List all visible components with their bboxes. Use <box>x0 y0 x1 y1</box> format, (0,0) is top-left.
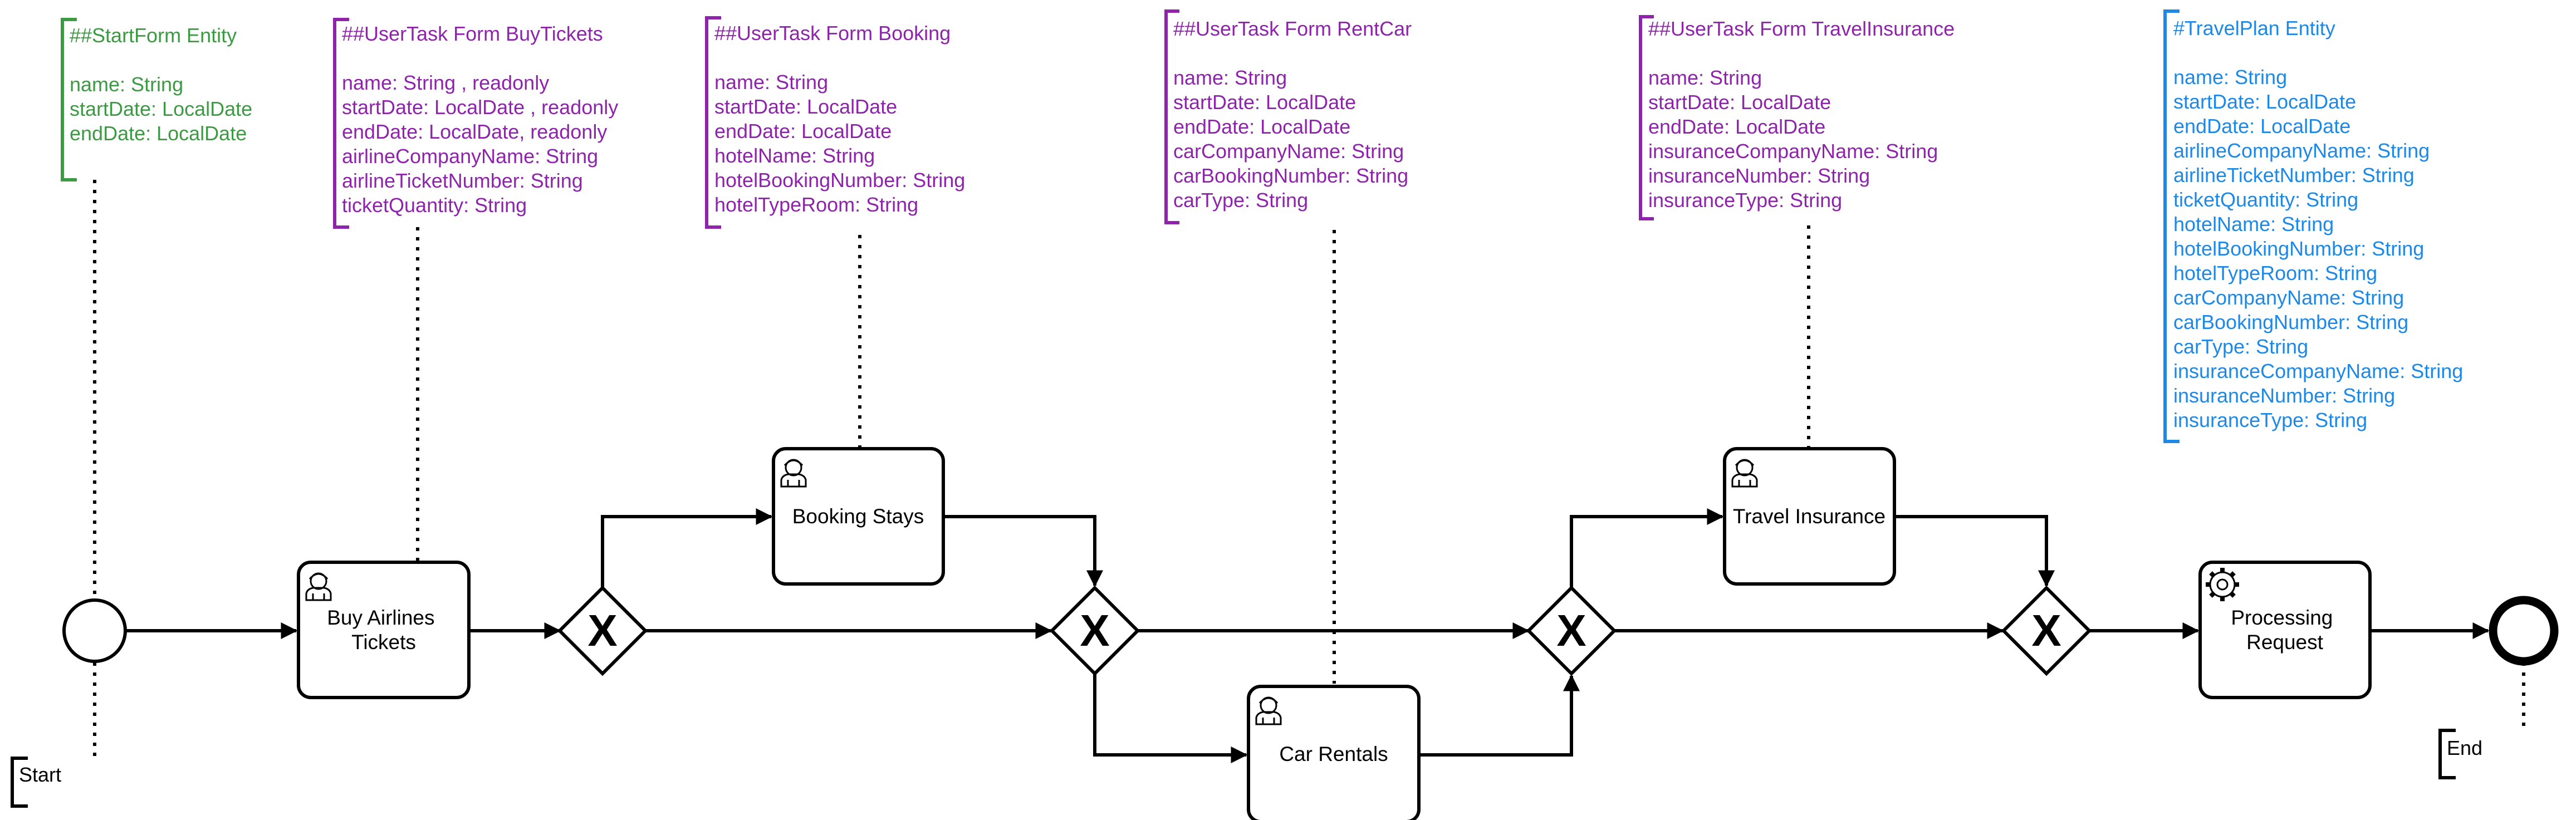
gear-icon <box>2206 568 2239 601</box>
annotation-field: ticketQuantity: String <box>342 194 527 217</box>
bracket-travelplan <box>2163 9 2180 443</box>
user-icon <box>1731 459 1758 488</box>
annotation-field: insuranceCompanyName: String <box>1648 140 1938 163</box>
annotation-field: endDate: LocalDate <box>714 120 892 143</box>
associations <box>93 180 2525 756</box>
annotation-field: endDate: LocalDate <box>70 122 247 145</box>
annotation-field: name: String <box>714 71 828 94</box>
annotation-field: endDate: LocalDate <box>1648 115 1825 138</box>
annotation-field: hotelBookingNumber: String <box>714 169 965 192</box>
annotation-field: insuranceNumber: String <box>1648 164 1870 187</box>
end-event[interactable] <box>2489 596 2559 666</box>
task-label: Car Rentals <box>1279 743 1388 765</box>
gateway-x-icon: X <box>1556 606 1586 655</box>
annotation-field: carType: String <box>1173 189 1308 212</box>
task-booking-stays[interactable]: Booking Stays <box>772 447 945 586</box>
annotation-field: endDate: LocalDate, readonly <box>342 120 607 143</box>
annotation-field: name: String <box>1648 66 1762 89</box>
flow-gateway2-to-carrentals[interactable] <box>1093 674 1248 763</box>
annotation-field: startDate: LocalDate , readonly <box>342 96 618 119</box>
user-icon <box>1255 696 1282 725</box>
annotation-title: ##StartForm Entity <box>70 24 237 47</box>
annotation-brackets <box>11 9 2456 808</box>
end-label: End <box>2447 736 2482 759</box>
bracket-startform <box>61 18 77 181</box>
annotation-field: airlineCompanyName: String <box>2173 139 2430 162</box>
exclusive-gateway-2[interactable]: X <box>1049 585 1140 676</box>
task-label: Travel Insurance <box>1733 505 1886 528</box>
gateway-x-icon: X <box>2031 606 2061 655</box>
exclusive-gateway-3[interactable]: X <box>1526 585 1617 676</box>
bracket-booking <box>705 16 721 229</box>
annotation-title: ##UserTask Form Booking <box>714 22 951 45</box>
task-label: Processing Request <box>2231 606 2338 654</box>
annotation-field: carBookingNumber: String <box>1173 164 1408 187</box>
annotation-field: startDate: LocalDate <box>714 95 897 118</box>
annotation-field: insuranceNumber: String <box>2173 384 2395 407</box>
task-travel-insurance[interactable]: Travel Insurance <box>1723 447 1896 586</box>
annotation-field: carType: String <box>2173 335 2308 358</box>
annotation-title: ##UserTask Form RentCar <box>1173 17 1412 40</box>
start-event[interactable] <box>62 598 127 663</box>
annotation-field: insuranceCompanyName: String <box>2173 360 2463 382</box>
annotation-field: carBookingNumber: String <box>2173 311 2408 333</box>
annotation-title: ##UserTask Form TravelInsurance <box>1648 17 1955 40</box>
exclusive-gateway-4[interactable]: X <box>2001 585 2092 676</box>
flow-gateway3-to-insurance[interactable] <box>1570 508 1724 588</box>
task-processing-request[interactable]: Processing Request <box>2198 561 2372 699</box>
annotation-title: ##UserTask Form BuyTickets <box>342 22 603 45</box>
sequence-flows <box>126 508 2490 763</box>
annotation-field: insuranceType: String <box>2173 409 2367 431</box>
annotation-travelinsurance: ##UserTask Form TravelInsurance name: St… <box>1648 17 1960 212</box>
annotation-field: startDate: LocalDate <box>1173 91 1356 114</box>
annotation-field: airlineCompanyName: String <box>342 145 598 168</box>
bracket-end-label <box>2438 729 2456 779</box>
task-label: Booking Stays <box>792 505 924 528</box>
task-car-rentals[interactable]: Car Rentals <box>1247 685 1421 820</box>
annotation-field: carCompanyName: String <box>2173 286 2404 309</box>
annotation-field: hotelBookingNumber: String <box>2173 237 2424 260</box>
bracket-rentcar <box>1164 9 1179 224</box>
annotation-field: name: String <box>70 73 183 96</box>
task-buy-airlines-tickets[interactable]: Buy Airlines Tickets <box>297 561 471 699</box>
annotation-booking: ##UserTask Form Booking name: String sta… <box>714 22 971 216</box>
annotation-field: startDate: LocalDate <box>1648 91 1831 114</box>
annotation-field: name: String , readonly <box>342 71 549 94</box>
gateway-x-icon: X <box>587 606 617 655</box>
annotation-field: startDate: LocalDate <box>70 97 252 120</box>
annotation-travelplan: #TravelPlan Entity name: String startDat… <box>2173 17 2469 431</box>
annotation-title: #TravelPlan Entity <box>2173 17 2335 40</box>
annotation-field: airlineTicketNumber: String <box>342 169 583 192</box>
bracket-buytickets <box>333 18 349 229</box>
start-label: Start <box>19 763 61 786</box>
annotation-field: hotelTypeRoom: String <box>714 193 918 216</box>
gateway-x-icon: X <box>1080 606 1109 655</box>
task-label: Buy Airlines Tickets <box>327 606 440 654</box>
annotation-field: hotelName: String <box>714 144 875 167</box>
bracket-insurance <box>1639 15 1654 220</box>
flow-insurance-to-gateway4[interactable] <box>1895 515 2055 587</box>
flow-booking-to-gateway2[interactable] <box>943 515 1103 587</box>
user-icon <box>780 459 807 488</box>
annotation-field: name: String <box>1173 66 1287 89</box>
flow-carrentals-to-gateway3[interactable] <box>1419 674 1580 757</box>
annotation-field: name: String <box>2173 66 2287 89</box>
user-icon <box>305 572 332 601</box>
bracket-start-label <box>11 757 28 808</box>
annotation-buytickets: ##UserTask Form BuyTickets name: String … <box>342 22 624 217</box>
flow-gateway1-to-booking[interactable] <box>601 508 773 588</box>
annotation-field: airlineTicketNumber: String <box>2173 164 2415 186</box>
annotation-field: hotelName: String <box>2173 213 2334 235</box>
annotation-rentcar: ##UserTask Form RentCar name: String sta… <box>1173 17 1417 212</box>
annotation-field: endDate: LocalDate <box>2173 115 2350 138</box>
annotation-field: endDate: LocalDate <box>1173 115 1350 138</box>
annotation-startform: ##StartForm Entity name: String startDat… <box>70 24 258 145</box>
annotation-field: hotelTypeRoom: String <box>2173 262 2377 284</box>
exclusive-gateway-1[interactable]: X <box>557 585 648 676</box>
annotation-field: carCompanyName: String <box>1173 140 1404 163</box>
annotation-field: startDate: LocalDate <box>2173 90 2356 113</box>
annotation-field: ticketQuantity: String <box>2173 188 2358 211</box>
annotation-field: insuranceType: String <box>1648 189 1842 212</box>
